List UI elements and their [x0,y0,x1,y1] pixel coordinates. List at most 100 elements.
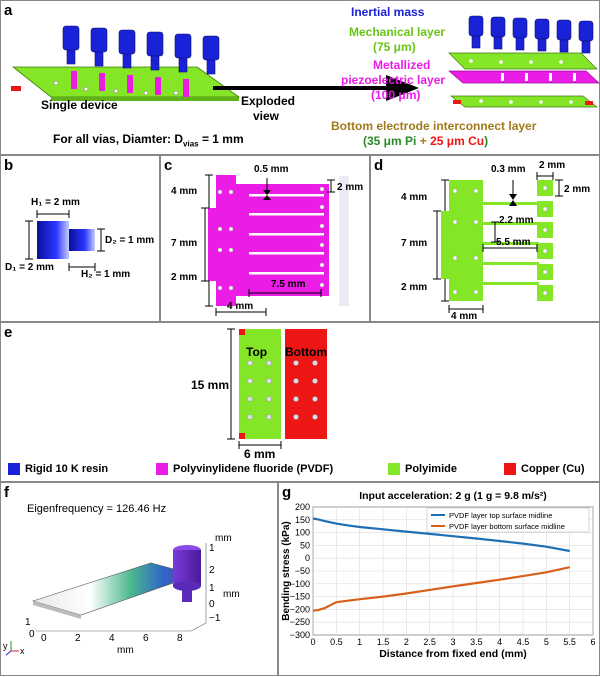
chart-legend [426,507,590,533]
f-tick-x0: 0 [41,633,47,644]
y-tick-label: 150 [295,515,310,525]
panel-c: c 0.5 mm 4 mm 2 mm 7 mm 2 mm 7 [160,155,370,322]
bottom-thickness-close: ) [484,134,489,148]
eigenfrequency-label: Eigenfrequency = 126.46 Hz [27,503,167,515]
f-axis-x: x [20,646,25,656]
x-tick-label: 5.5 [563,637,576,647]
x-tick-label: 4 [497,637,502,647]
x-tick-label: 5 [544,637,549,647]
f-tick-z0: 1 [209,543,215,554]
x-tick-label: 6 [590,637,595,647]
e-length-label: 15 mm [191,378,230,392]
c-right: 2 mm [337,182,364,193]
x-tick-label: 1.5 [377,637,390,647]
y-tick-label: 0 [305,553,310,563]
exploded-view-drawing [448,15,600,108]
legend-label-2: PVDF layer bottom surface midline [449,522,565,531]
bottom-thickness-cu: 25 μm Cu [430,134,485,148]
y-tick-label: −150 [290,592,310,602]
y-tick-label: −50 [295,566,310,576]
panel-b: b H₁ = 2 mm D₂ = 1 mm D₁ = 2 mm H₂ = 1 m… [0,155,160,322]
d-spacing: 2.2 mm [499,215,534,226]
f-tick-z3: 0 [209,599,215,610]
single-device-drawing [11,25,241,101]
mechanical-layer-label: Mechanical layer [349,25,446,39]
panel-label-a: a [4,2,13,19]
c-width: 4 mm [227,301,254,312]
metallized-label: Metallized [373,58,431,72]
panel-a: a [0,0,600,155]
panel-f: f Eigenfrequency = 126.46 Hz mm 1 2 1 mm… [0,482,278,676]
f-x-unit: mm [117,645,134,656]
panel-label-d: d [374,157,384,174]
series-line-2 [312,566,570,612]
y-tick-label: −250 [290,617,310,627]
vias-note-text: For all vias, Diamter: D [53,132,184,146]
y-tick-label: 100 [295,528,310,538]
c-bottom: 2 mm [171,272,198,283]
y-tick-label: −200 [290,604,310,614]
piezo-thickness-label: (100 μm) [371,88,421,102]
chart-title: Input acceleration: 2 g (1 g = 9.8 m/s²) [359,490,547,502]
f-tick-z2: 1 [209,583,215,594]
f-mm-side: mm [223,589,240,600]
bottom-thickness-plus: + [416,134,431,148]
piezo-layer-label: piezoelectric layer [341,73,446,87]
panel-e: e Top Bottom 15 mm 6 mm [0,322,600,482]
legend-swatch-copper [504,463,516,475]
dim-h2: H₂ = 1 mm [81,269,131,280]
d-height: 7 mm [401,238,428,249]
legend-item-resin: Rigid 10 K resin [8,463,108,475]
f-tick-y1: 1 [25,617,31,628]
x-tick-label: 3 [450,637,455,647]
y-tick-label: −100 [290,579,310,589]
y-tick-label: 50 [300,540,310,550]
legend-swatch-resin [8,463,20,475]
f-mm-top: mm [215,533,232,544]
f-tick-y0: 0 [29,629,35,640]
panel-label-f: f [4,484,9,501]
e-top-label: Top [246,345,268,359]
c-gap: 0.5 mm [254,164,289,175]
f-tick-x2: 4 [109,633,115,644]
f-tick-z4: −1 [209,613,221,624]
legend-label-polyimide: Polyimide [405,463,457,475]
bottom-thickness: (35 μm Pi + 25 μm Cu) [363,134,488,148]
d-finger: 5.5 mm [496,237,531,248]
vias-subscript: vias [183,139,199,149]
polyimide-layer-drawing [433,172,563,313]
panel-label-c: c [164,157,173,174]
inertial-mass-drawing [25,210,105,271]
x-axis-label: Distance from fixed end (mm) [379,648,527,660]
x-tick-label: 4.5 [517,637,530,647]
bottom-thickness-open: ( [363,134,367,148]
c-top: 4 mm [171,186,198,197]
legend-item-polyimide: Polyimide [388,463,457,475]
x-tick-label: 2.5 [423,637,436,647]
pvdf-layer-drawing [201,174,349,316]
d-gap: 0.3 mm [491,164,526,175]
panel-label-b: b [4,157,14,174]
panel-label-e: e [4,324,13,341]
legend-label-resin: Rigid 10 K resin [25,463,109,475]
bottom-layer-label: Bottom electrode interconnect layer [331,119,537,133]
d-bottom: 2 mm [401,282,428,293]
c-height: 7 mm [171,238,198,249]
f-tick-z1: 2 [209,565,215,576]
x-tick-label: 1 [357,637,362,647]
dim-h1: H₁ = 2 mm [31,197,80,208]
legend-label-copper: Copper (Cu) [521,463,585,475]
vias-value: = 1 mm [198,132,244,146]
e-bottom-label: Bottom [285,345,327,359]
exploded-arrow [213,75,419,101]
bottom-thickness-pi: 35 μm Pi [367,134,417,148]
panel-d: d 0.3 mm 2 mm 2 m [370,155,600,322]
legend-label-pvdf: Polyvinylidene fluoride (PVDF) [173,463,334,475]
exploded-label: Exploded [241,94,296,108]
x-tick-label: 2 [404,637,409,647]
dim-d2: D₂ = 1 mm [105,235,155,246]
f-tick-x4: 8 [177,633,183,644]
